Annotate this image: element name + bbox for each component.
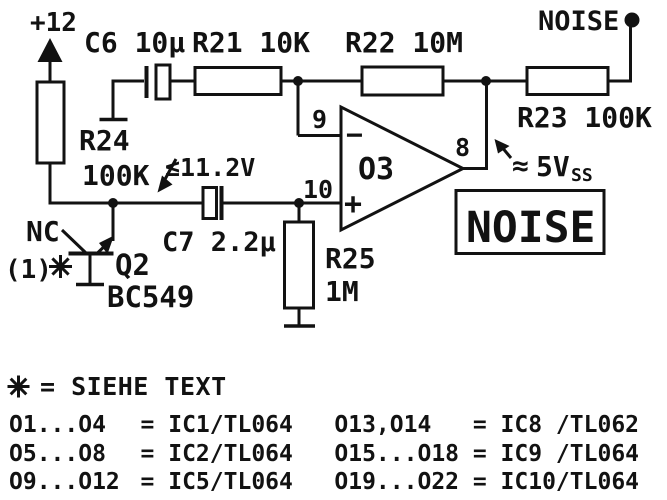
ic-assignment: IC1/TL064 — [168, 412, 293, 438]
r21-label: R21 10K — [192, 26, 310, 59]
ops-range: O5...O8 — [9, 440, 106, 467]
r22-label: R22 10M — [345, 26, 463, 59]
footnote-text: = SIEHE TEXT — [40, 371, 227, 401]
resistor-r23: R23 100K — [517, 24, 652, 134]
q2-nc-label: NC — [26, 215, 60, 248]
pin-9-label: 9 — [312, 105, 327, 134]
ops-range: O15...O18 — [334, 440, 460, 467]
table-row: O9...O12 = IC5/TL064 O19...O22 = IC10/TL… — [9, 468, 639, 497]
transistor-q2: NC (1) Q2 BC549 — [5, 206, 194, 314]
plus-sign: + — [344, 187, 362, 222]
ic-assignment-table: O1...O4 = IC1/TL064 O13,O14 = IC8 /TL062… — [9, 411, 639, 497]
annotation-arrow-icon — [494, 139, 510, 154]
ops-range: O9...O12 — [9, 469, 120, 496]
noise-box-label: NOISE — [466, 203, 595, 253]
equals-sign: = — [140, 440, 155, 467]
power-arrow-icon — [37, 38, 63, 62]
noise-output-box: NOISE — [454, 189, 606, 255]
power-label: +12 — [30, 8, 77, 38]
table-row: O5...O8 = IC2/TL064 O15...O18 = IC9 /TL0… — [9, 440, 639, 469]
r24-value: 100K — [82, 159, 150, 192]
resistor-r22: R22 10M — [345, 26, 527, 97]
ic-assignment: IC2/TL064 — [168, 440, 293, 467]
ic-assignment: IC10/TL064 — [500, 469, 640, 496]
annotation-arrow-icon — [157, 175, 173, 193]
equals-sign: = — [140, 412, 155, 438]
resistor-r25: R25 1M — [283, 206, 376, 328]
resistor-r24: R24 100K — [35, 80, 150, 205]
base-voltage-annotation: ≤11.2V — [157, 153, 255, 193]
r23-label: R23 100K — [517, 101, 652, 134]
q2-footnote-ref: (1) — [5, 255, 52, 285]
power-rail: +12 — [30, 8, 77, 82]
ground-symbol — [99, 79, 128, 122]
ops-range: O19...O22 — [334, 469, 460, 496]
junction-dot — [108, 198, 118, 208]
c6-label: C6 10µ — [84, 26, 185, 59]
minus-sign: − — [346, 118, 363, 151]
ic-assignment: IC5/TL064 — [168, 469, 293, 496]
ic-assignment: IC9 /TL064 — [500, 440, 640, 467]
q2-part: BC549 — [107, 280, 194, 314]
equals-sign: = — [472, 412, 487, 438]
emitter-arrow-icon — [99, 235, 114, 254]
asterisk-icon — [49, 255, 72, 278]
footnote: = SIEHE TEXT — [7, 371, 227, 401]
r24-ref: R24 — [79, 124, 130, 157]
noise-terminal: NOISE — [538, 6, 640, 37]
noise-node-wire — [48, 198, 341, 208]
equals-sign: = — [472, 440, 487, 467]
approx-sign: ≈ — [512, 149, 529, 182]
junction-dot — [293, 76, 303, 86]
r25-value: 1M — [325, 275, 359, 308]
opamp-designator: O3 — [358, 152, 394, 187]
amplitude-value: 5V — [536, 150, 570, 183]
circuit-schematic: +12 R24 100K C7 2.2µ — [5, 6, 652, 328]
base-voltage-label: ≤11.2V — [165, 153, 255, 182]
pin-8-label: 8 — [455, 133, 470, 162]
junction-dot — [294, 198, 304, 208]
pin-10-label: 10 — [303, 175, 333, 204]
noise-terminal-label: NOISE — [538, 6, 619, 37]
capacitor-c7: C7 2.2µ — [162, 186, 276, 258]
r25-ref: R25 — [325, 242, 376, 275]
q2-ref: Q2 — [115, 248, 150, 282]
terminal-dot-icon — [624, 12, 640, 28]
equals-sign: = — [472, 469, 487, 496]
asterisk-icon — [7, 375, 30, 397]
amplitude-subscript: SS — [571, 165, 593, 186]
resistor-r21: R21 10K — [192, 26, 362, 96]
table-row: O1...O4 = IC1/TL064 O13,O14 = IC8 /TL062 — [9, 411, 639, 440]
output-amplitude-annotation: ≈ 5V SS — [494, 139, 593, 186]
c7-label: C7 2.2µ — [162, 227, 276, 258]
opamp-o3: 9 10 8 − + O3 — [296, 79, 488, 233]
equals-sign: = — [140, 469, 155, 496]
capacitor-c6: C6 10µ — [84, 26, 195, 101]
ops-range: O1...O4 — [9, 412, 106, 438]
ops-range: O13,O14 — [334, 412, 432, 438]
ic-assignment: IC8 /TL062 — [500, 412, 640, 438]
